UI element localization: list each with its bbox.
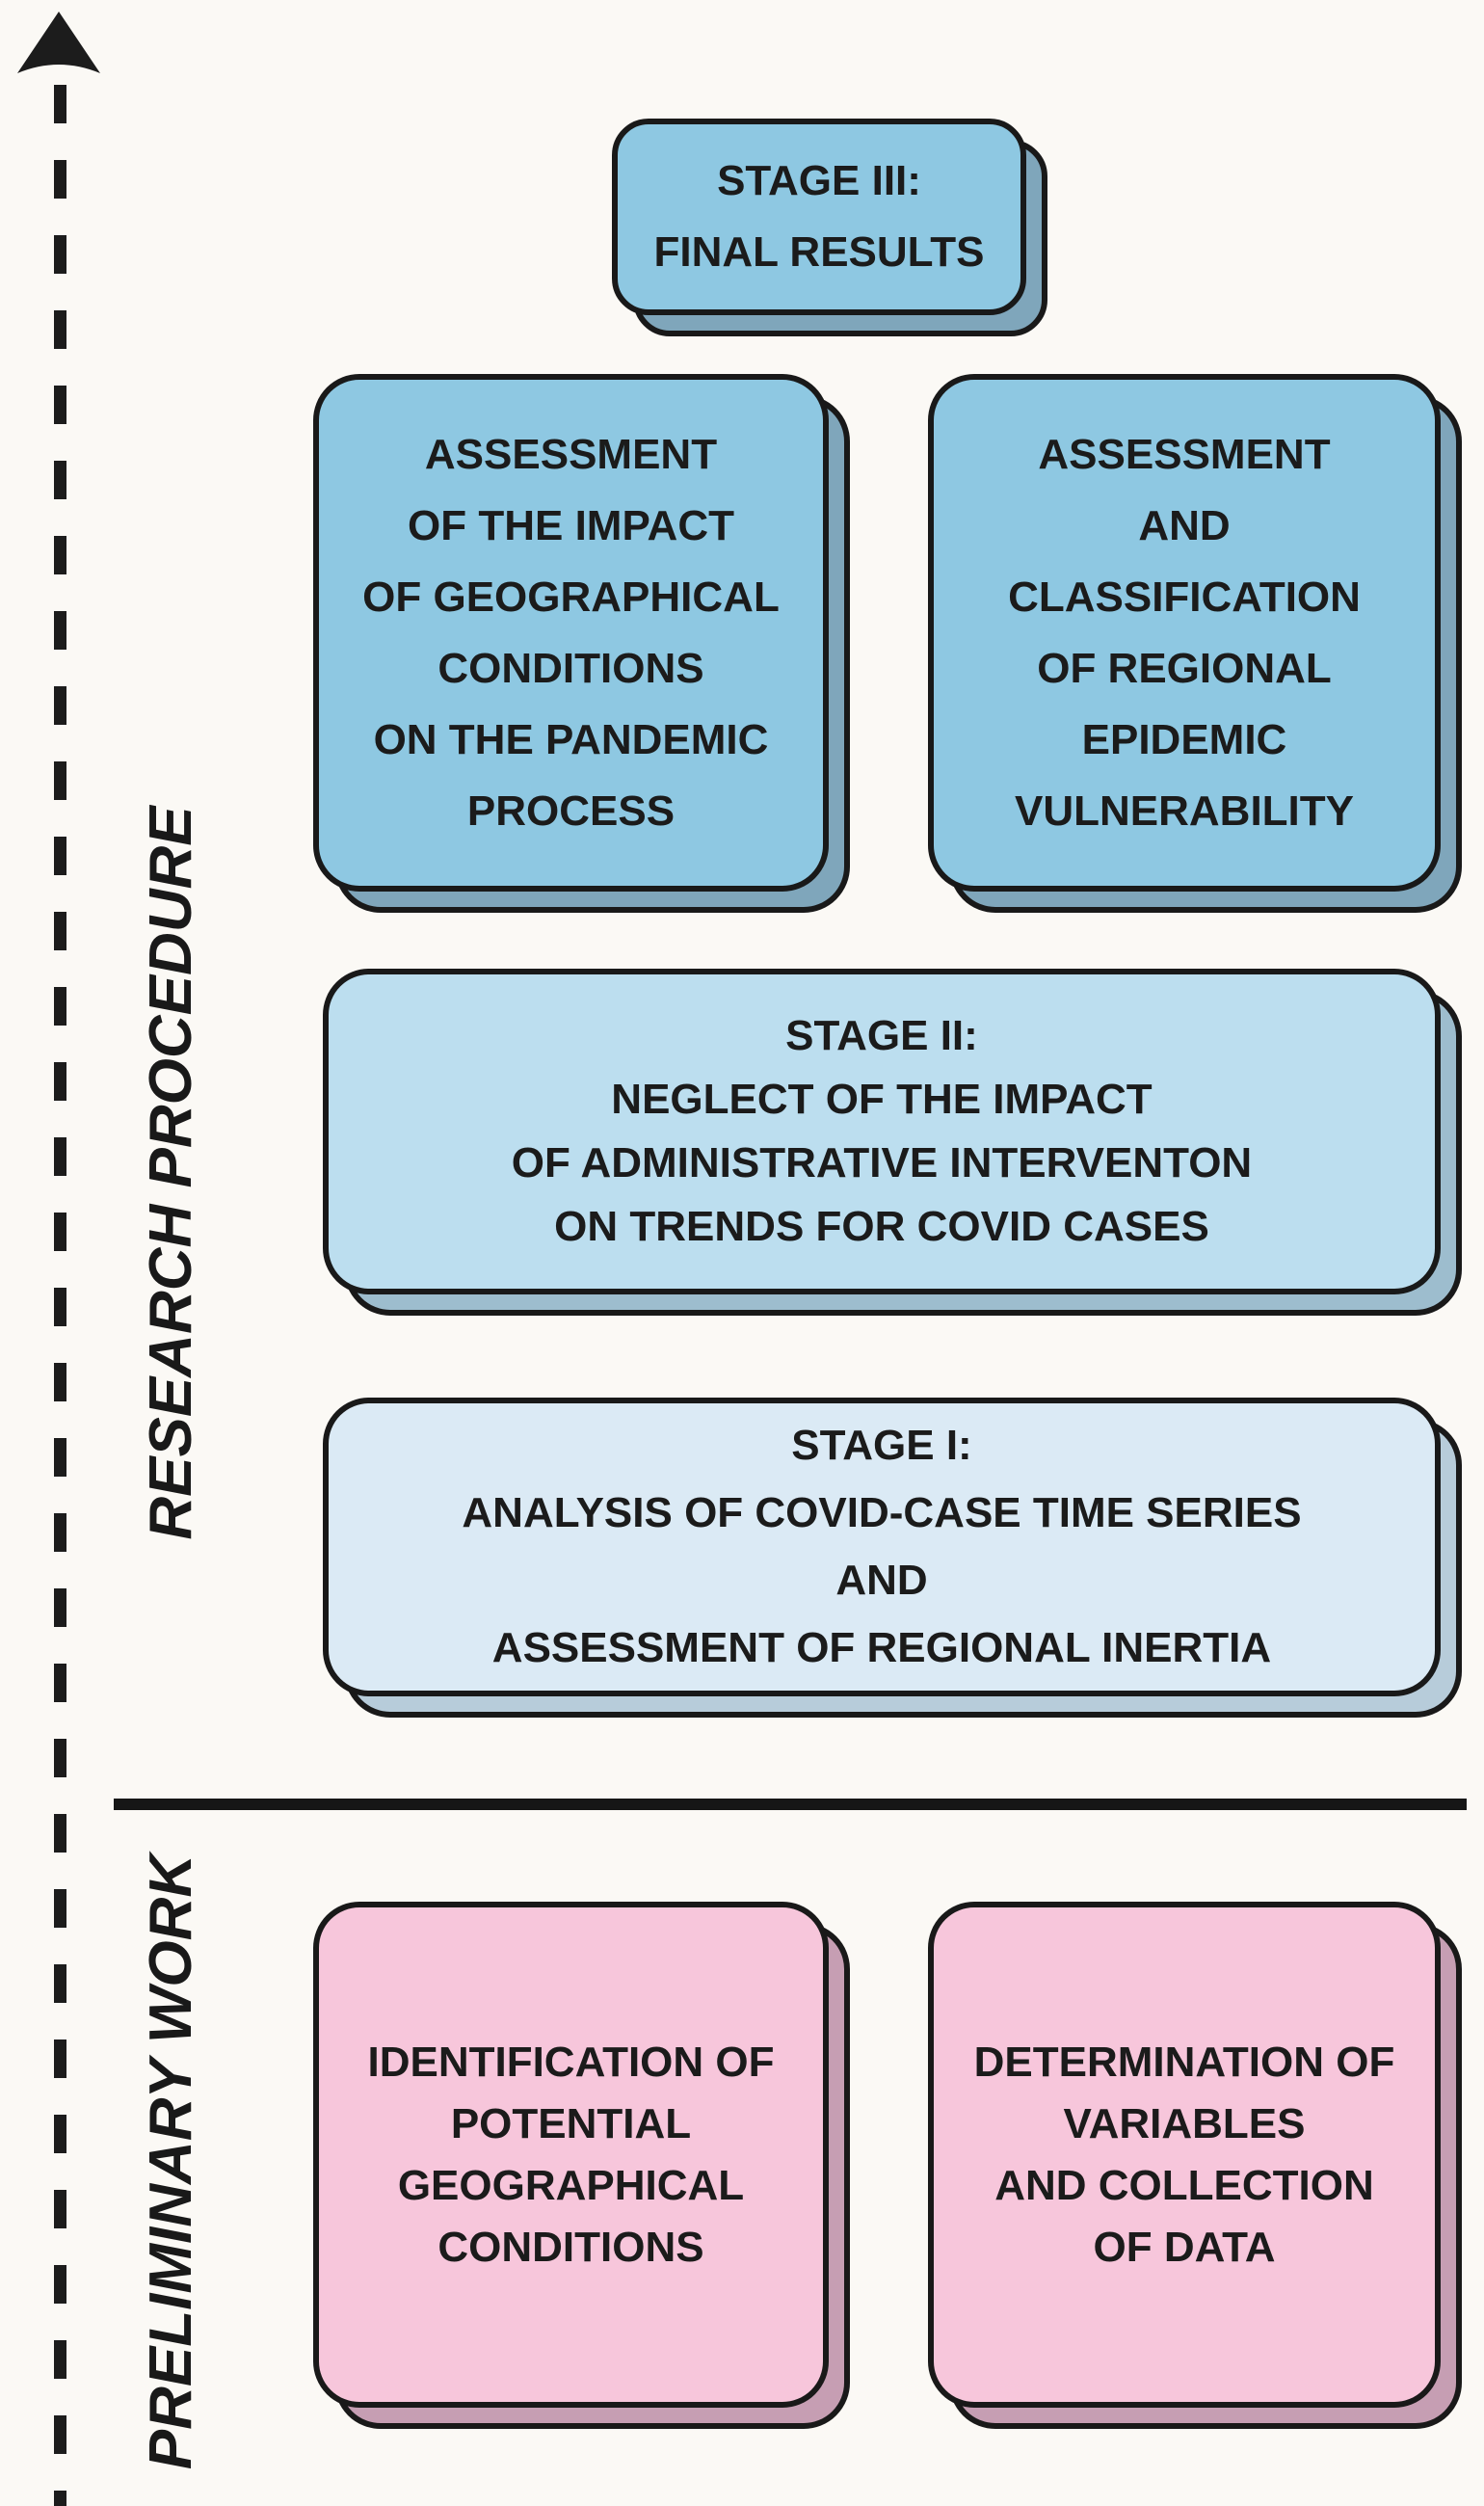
impact-assessment-box-label: ASSESSMENT OF THE IMPACT OF GEOGRAPHICAL…: [362, 430, 780, 835]
stage-2-box-label: STAGE II: NEGLECT OF THE IMPACT OF ADMIN…: [511, 1012, 1253, 1250]
vulnerability-classification-box-label: ASSESSMENT AND CLASSIFICATION OF REGIONA…: [1008, 430, 1361, 835]
stage-2-box: STAGE II: NEGLECT OF THE IMPACT OF ADMIN…: [323, 969, 1462, 1316]
determination-variables-box-label: DETERMINATION OF VARIABLES AND COLLECTIO…: [973, 2038, 1395, 2271]
stage-2-box-face: STAGE II: NEGLECT OF THE IMPACT OF ADMIN…: [323, 969, 1441, 1294]
stage-3-box-label: STAGE III: FINAL RESULTS: [653, 157, 985, 276]
determination-variables-box: DETERMINATION OF VARIABLES AND COLLECTIO…: [928, 1902, 1462, 2429]
stage-1-box-face: STAGE I: ANALYSIS OF COVID-CASE TIME SER…: [323, 1398, 1441, 1696]
impact-assessment-box: ASSESSMENT OF THE IMPACT OF GEOGRAPHICAL…: [313, 374, 850, 913]
stage-1-box-label: STAGE I: ANALYSIS OF COVID-CASE TIME SER…: [462, 1422, 1302, 1671]
dashed-timeline-line: [54, 85, 66, 2506]
identification-conditions-box: IDENTIFICATION OF POTENTIAL GEOGRAPHICAL…: [313, 1902, 850, 2429]
section-label-research-procedure: RESEARCH PROCEDURE: [137, 806, 204, 1540]
impact-assessment-box-face: ASSESSMENT OF THE IMPACT OF GEOGRAPHICAL…: [313, 374, 829, 892]
stage-1-box: STAGE I: ANALYSIS OF COVID-CASE TIME SER…: [323, 1398, 1462, 1718]
stage-3-final-results-box: STAGE III: FINAL RESULTS: [612, 119, 1047, 336]
identification-conditions-box-label: IDENTIFICATION OF POTENTIAL GEOGRAPHICAL…: [367, 2038, 775, 2271]
identification-conditions-box-face: IDENTIFICATION OF POTENTIAL GEOGRAPHICAL…: [313, 1902, 829, 2408]
up-arrow-icon: [17, 12, 100, 73]
section-divider-line: [114, 1799, 1467, 1810]
determination-variables-box-face: DETERMINATION OF VARIABLES AND COLLECTIO…: [928, 1902, 1441, 2408]
vulnerability-classification-box: ASSESSMENT AND CLASSIFICATION OF REGIONA…: [928, 374, 1462, 913]
vulnerability-classification-box-face: ASSESSMENT AND CLASSIFICATION OF REGIONA…: [928, 374, 1441, 892]
stage-3-box-face: STAGE III: FINAL RESULTS: [612, 119, 1026, 315]
section-label-preliminary-work: PRELIMINARY WORK: [137, 1853, 204, 2470]
